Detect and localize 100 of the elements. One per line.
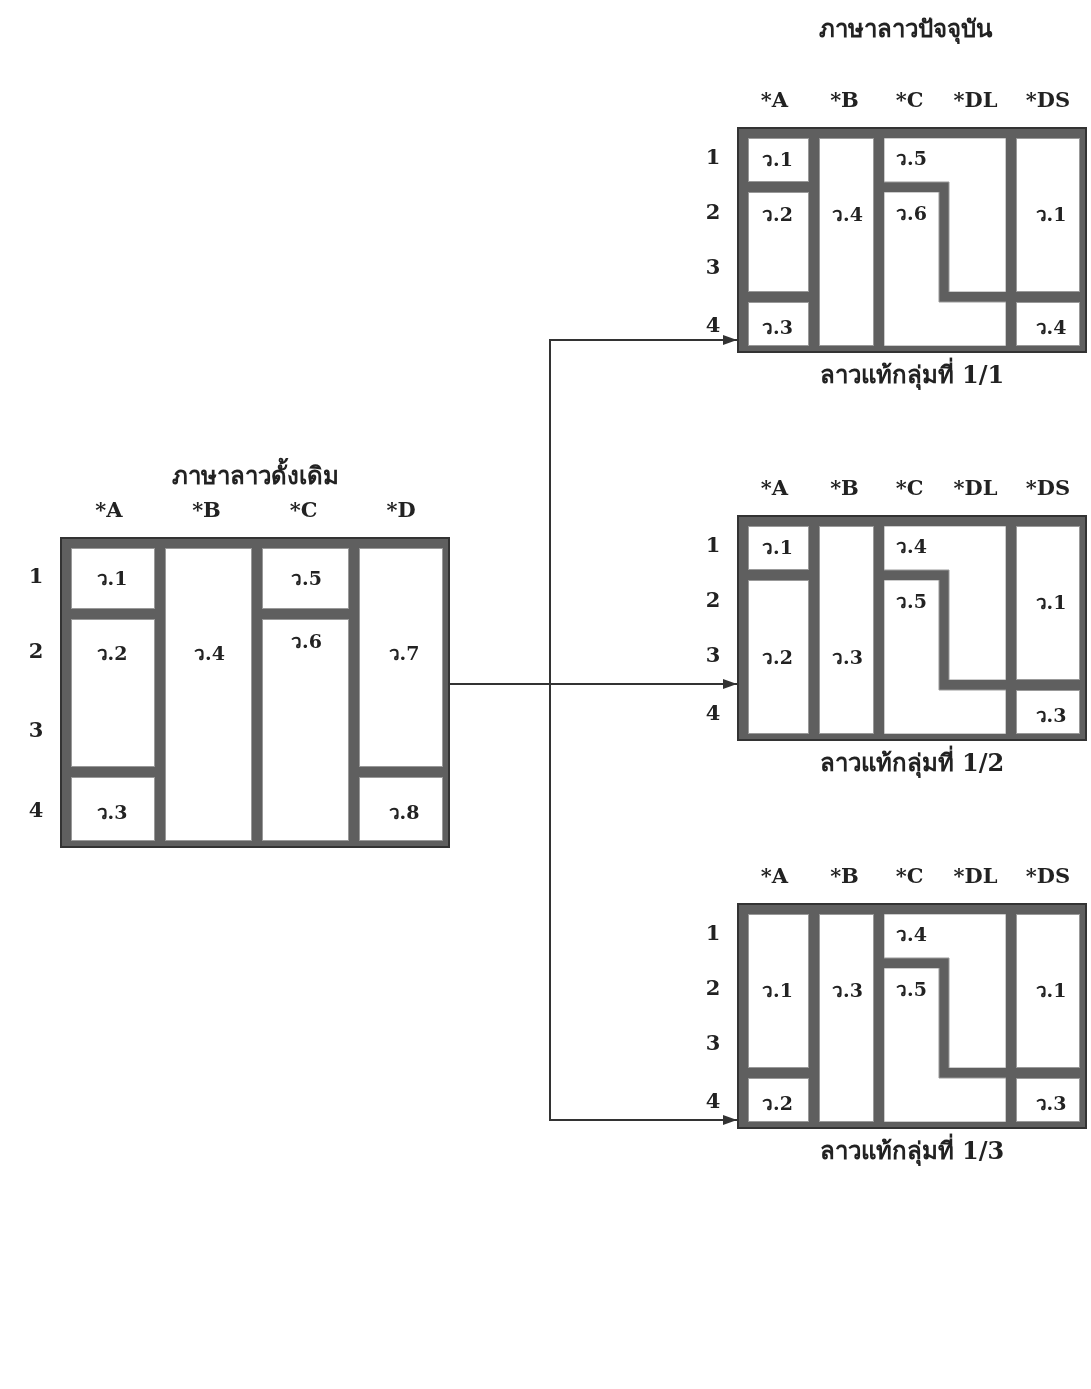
tone-cell [1016,690,1080,734]
tone-label: ว.6 [896,201,927,226]
column-header: *DL [953,474,998,500]
tone-label: ว.5 [291,565,322,591]
tone-cell [1016,526,1080,680]
tone-label: ว.8 [388,800,420,825]
row-number: 1 [28,562,44,587]
tone-cell [748,580,809,734]
tone-cell [748,138,809,182]
tone-label: ว.3 [1035,703,1067,728]
tone-cell [165,548,252,841]
tone-label: ว.2 [96,640,128,666]
column-header: *DS [1025,474,1071,500]
column-header: *DL [953,86,998,112]
row-number: 1 [705,531,721,557]
row-number: 3 [705,253,721,279]
tone-label: ว.3 [832,978,863,1003]
tone-cell [1016,1078,1080,1122]
tone-cell [262,619,349,841]
row-number: 1 [705,919,721,945]
tone-cell [819,914,874,1122]
tone-cell [748,192,809,292]
row-number: 1 [705,143,721,169]
tone-cell [1016,138,1080,292]
tone-label: ว.4 [896,922,927,947]
tone-label: ว.5 [896,977,927,1002]
column-header: *C [895,474,924,500]
row-number: 2 [705,586,721,612]
column-header: *DL [953,862,998,888]
tone-label: ว.3 [96,800,128,825]
chart-caption: ลาวแท้กลุ่มที่ 1/2 [739,743,1085,782]
column-header: *D [386,496,416,522]
tone-label: ว.4 [1035,315,1067,340]
tone-label: ว.2 [762,1091,793,1116]
chart-caption: ลาวแท้กลุ่มที่ 1/1 [739,355,1085,394]
row-number: 4 [28,796,44,822]
column-header: *B [192,496,221,522]
column-header: *C [895,862,924,888]
tone-label: ว.2 [762,645,793,670]
row-number: 3 [705,1029,721,1055]
column-header: *A [760,474,789,500]
tone-label: ว.1 [1035,978,1067,1003]
tone-cell [1016,302,1080,346]
tone-cell [71,619,155,767]
tone-label: ว.5 [896,589,927,614]
row-number: 4 [705,311,721,337]
tone-cell [819,526,874,734]
tone-label: ว.5 [896,146,927,171]
tone-label: ว.4 [194,640,225,666]
tone-cell [748,526,809,570]
tone-cell [1016,914,1080,1068]
column-header: *B [830,862,859,888]
tone-cell [359,777,443,841]
chart-caption: ลาวแท้กลุ่มที่ 1/3 [739,1131,1085,1170]
tone-label: ว.2 [762,202,793,227]
column-header: *A [95,496,123,522]
tone-label: ว.7 [388,640,420,666]
column-header: *C [289,496,318,522]
tone-label: ว.4 [832,202,863,227]
l-shaped-tone-cell [884,526,1006,680]
column-header: *DS [1025,86,1071,112]
column-header: *C [895,86,924,112]
row-number: 3 [705,641,721,667]
l-shaped-tone-cell [884,968,1006,1122]
tone-cell [748,914,809,1068]
tone-cell [819,138,874,346]
tone-label: ว.1 [1035,202,1067,227]
row-number: 2 [705,974,721,1000]
row-number: 4 [705,699,721,725]
tone-label: ว.1 [762,535,793,560]
tone-cell [71,548,155,609]
tone-label: ว.1 [762,978,793,1003]
tone-label: ว.1 [762,147,793,172]
l-shaped-tone-cell [884,580,1006,734]
l-shaped-tone-cell [884,138,1006,292]
column-header: *B [830,86,859,112]
tone-label: ว.6 [291,629,322,655]
tone-cell [359,548,443,767]
tone-label: ว.4 [896,534,927,559]
l-shaped-tone-cell [884,192,1006,346]
column-header: *A [760,86,789,112]
tone-label: ว.3 [1035,1091,1067,1116]
row-number: 3 [28,716,44,741]
row-number: 4 [705,1087,721,1113]
tone-label: ว.3 [832,645,863,670]
row-number: 2 [705,198,721,224]
tone-label: ว.3 [762,315,793,340]
tone-label: ว.1 [96,565,128,591]
column-header: *DS [1025,862,1071,888]
column-header: *A [760,862,789,888]
column-group-heading: ภาษาลาวปัจจุบัน [818,12,992,46]
row-number: 2 [28,637,44,662]
tone-cell [71,777,155,841]
tone-label: ว.1 [1035,590,1067,615]
tone-cell [748,1078,809,1122]
chart-heading: ภาษาลาวดั้งเดิม [62,456,448,495]
tone-cell [262,548,349,609]
tone-cell [748,302,809,346]
l-shaped-tone-cell [884,914,1006,1068]
column-header: *B [830,474,859,500]
